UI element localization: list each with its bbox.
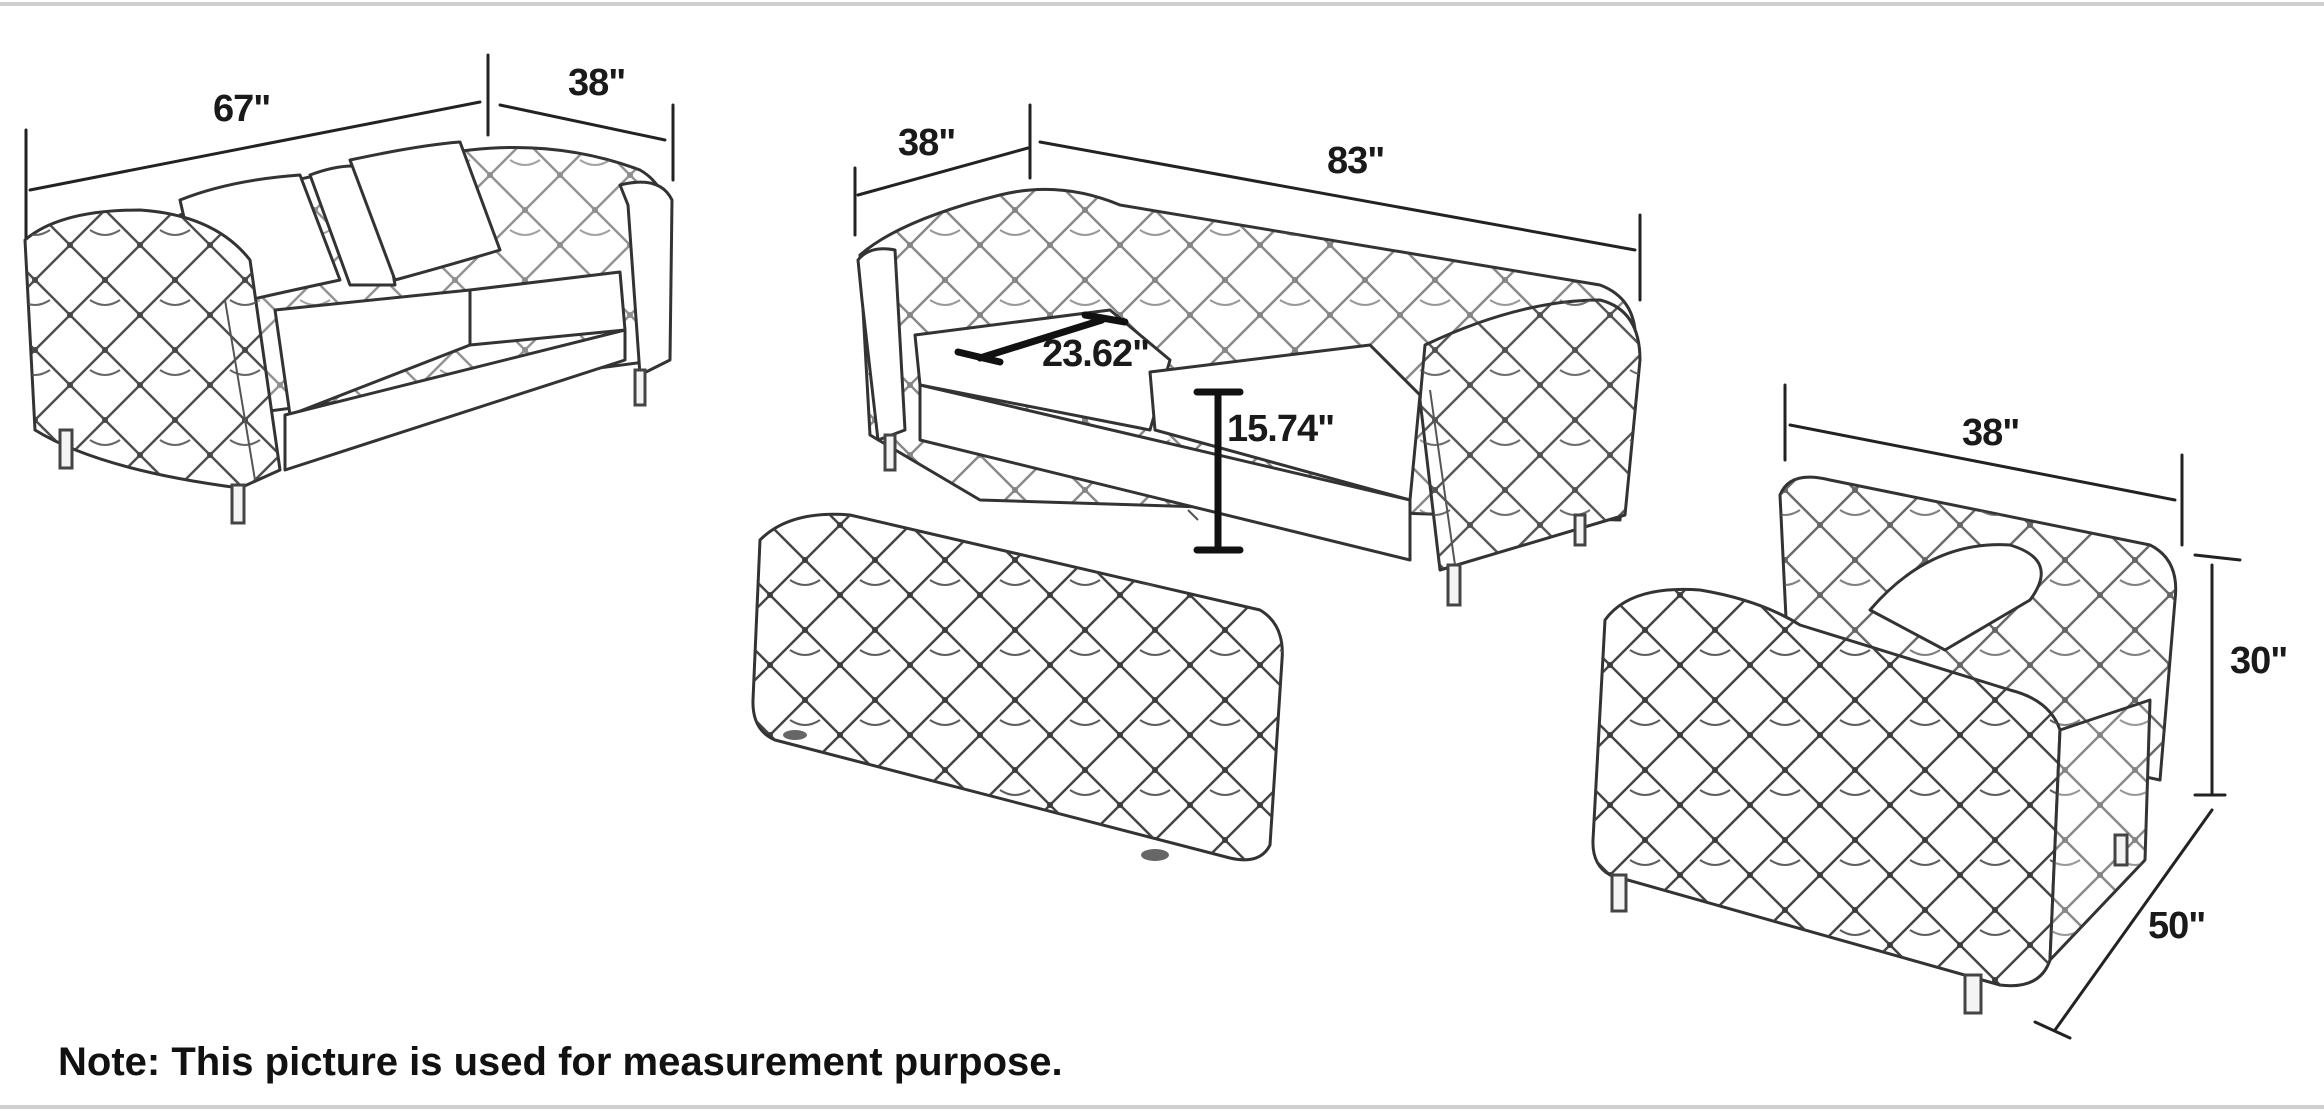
seat-height-label: 15.74" [1227, 408, 1335, 450]
loveseat-depth-label: 38" [568, 62, 626, 104]
seat-depth-indicator-line [976, 316, 1106, 362]
chair-depth-dimension-line [2053, 808, 2214, 1032]
loveseat-leg [58, 428, 74, 470]
sofa-base [918, 383, 1412, 562]
sofa-length-dimension-line [1038, 140, 1637, 252]
sofa-length-label: 83" [1327, 140, 1385, 182]
chair-width-label: 38" [1962, 412, 2020, 454]
chair-depth-label: 50" [2148, 905, 2206, 947]
measurement-note: Note: This picture is used for measureme… [58, 1040, 1063, 1084]
sofa-leg [1446, 563, 1462, 607]
loveseat-base [283, 328, 627, 472]
ottoman-foot [783, 730, 807, 740]
armchair-leg [2113, 833, 2129, 867]
loveseat-length-label: 67" [213, 88, 271, 130]
armchair-leg [1610, 873, 1628, 913]
armchair-pillow [1868, 543, 2043, 652]
sofa-seat-cushion-right [1148, 343, 1422, 502]
armchair-drawing [1591, 383, 2242, 1040]
armchair-leg [1963, 973, 1983, 1015]
sofa-leg [883, 433, 897, 472]
seat-depth-label: 23.62" [1042, 333, 1150, 375]
loveseat-pillow-right [348, 140, 502, 282]
sofa-depth-label: 38" [898, 122, 956, 164]
loveseat-right-arm [618, 180, 674, 377]
sofa-depth-dimension-line [856, 146, 1030, 197]
ottoman-foot [1141, 849, 1169, 861]
loveseat-depth-dimension-line [498, 103, 667, 142]
sofa-drawing [853, 103, 1642, 607]
loveseat-leg [230, 483, 246, 525]
loveseat-leg [633, 368, 647, 407]
chair-height-label: 30" [2230, 640, 2288, 682]
ottoman-drawing [751, 512, 1284, 862]
loveseat-drawing [23, 53, 675, 525]
chair-width-dimension-line [1788, 423, 2177, 502]
sofa-leg [1573, 513, 1587, 547]
loveseat-length-dimension-line [28, 100, 482, 192]
